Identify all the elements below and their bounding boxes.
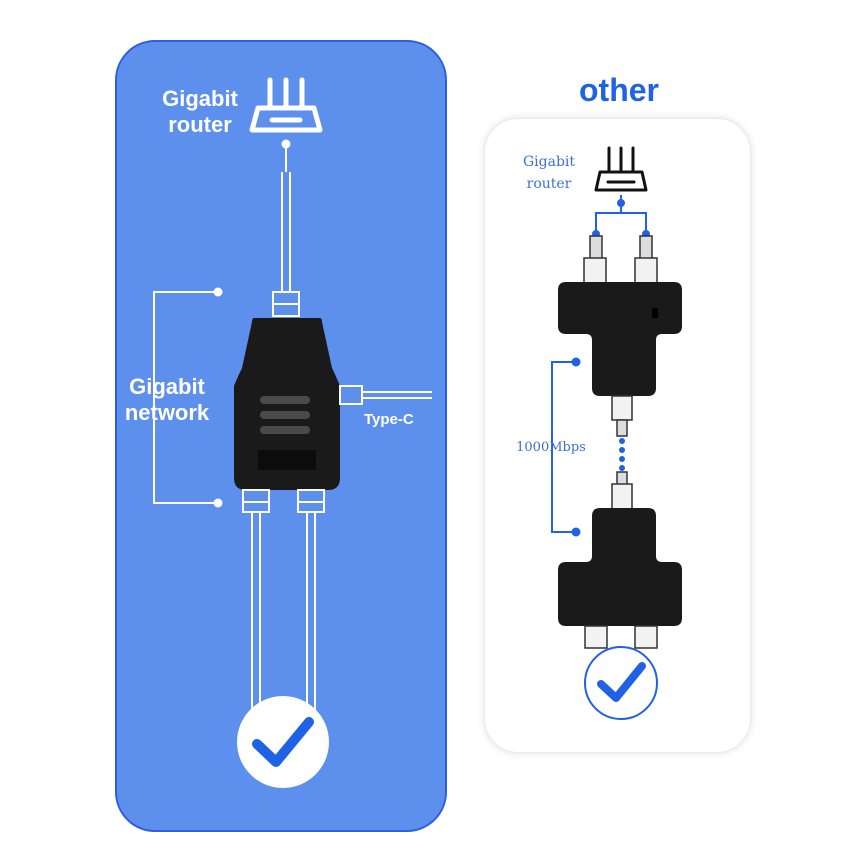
network-bracket: [153, 287, 223, 508]
lower-connector: [611, 471, 633, 511]
router-icon: [594, 146, 648, 192]
router-label-line1: Gigabit: [162, 86, 238, 111]
adapter-device-icon: [558, 282, 682, 396]
other-heading: other: [579, 72, 659, 108]
speed-bracket: [551, 357, 581, 537]
adapter-device-icon: [234, 318, 340, 490]
checkmark-icon: [584, 646, 658, 720]
type-c-label: Type-C: [364, 411, 414, 428]
top-adapter-plugs: [583, 235, 658, 285]
output-cables: [242, 489, 325, 720]
router-icon: [249, 77, 323, 133]
checkmark-icon: [237, 696, 329, 788]
type-c-cable: [339, 385, 432, 405]
router-label-right-line2: router: [526, 175, 572, 192]
network-label: Gigabit network: [112, 374, 222, 427]
middle-connector: [611, 395, 633, 437]
router-label-line2: router: [168, 112, 232, 138]
link-dots: [619, 438, 625, 471]
router-label-right-line1: Gigabit: [522, 154, 576, 170]
adapter-device-icon: [558, 508, 682, 626]
uplink-cable: [272, 139, 300, 317]
router-label: Gigabit router: [150, 86, 250, 139]
router-split-lines: [592, 195, 650, 238]
bottom-adapter-plugs: [584, 625, 658, 649]
router-label-right: Gigabit router: [506, 152, 592, 195]
speed-label: 1000Mbps: [516, 440, 586, 455]
network-label-line2: network: [124, 400, 210, 426]
network-label-line1: Gigabit: [129, 374, 205, 399]
